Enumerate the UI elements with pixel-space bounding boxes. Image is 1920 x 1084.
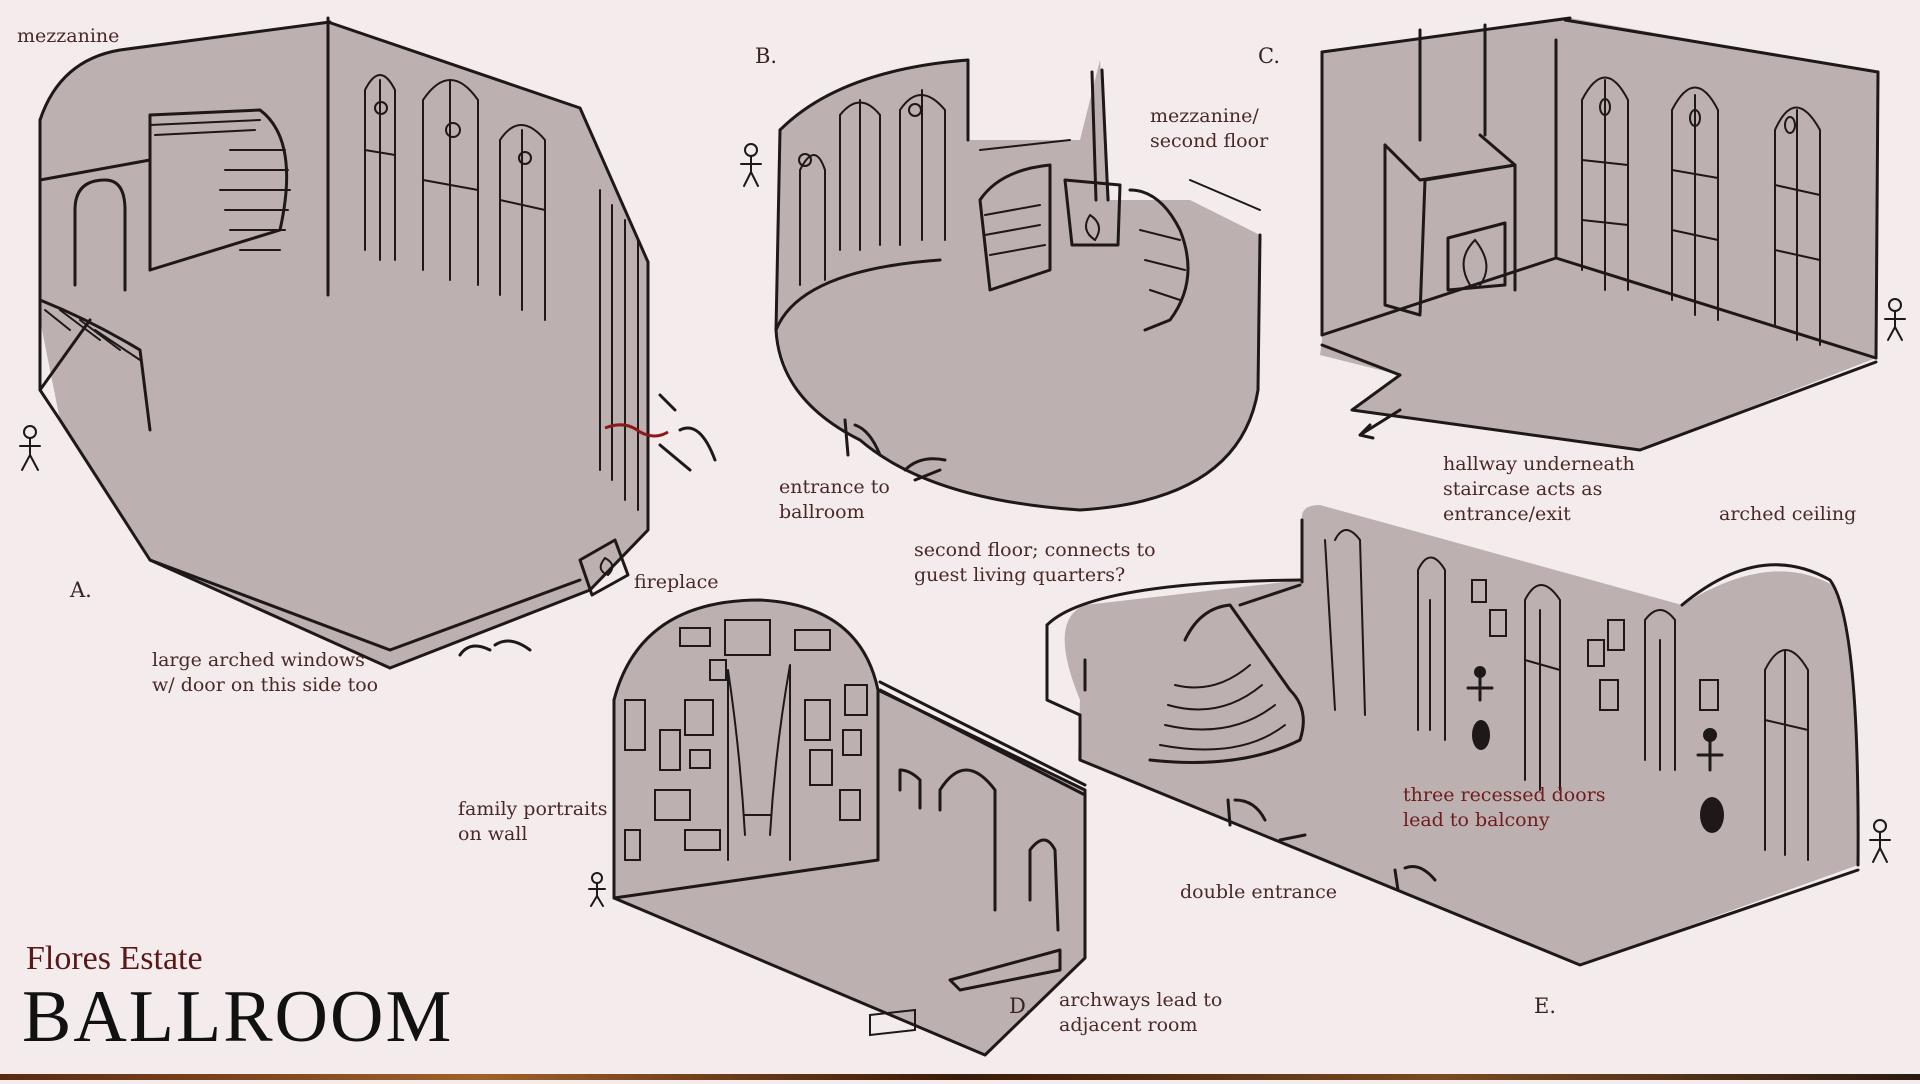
annotation-entrance-ballroom: entrance to ballroom [779,476,890,523]
sketch-d [612,598,1087,1057]
stick-figure-icon [740,143,762,187]
annotation-mezzanine: mezzanine [17,25,120,47]
stick-figure-icon [1884,298,1906,341]
sketch-a [38,16,717,670]
stick-figure-icon [1869,819,1891,863]
annotation-hallway-underneath: hallway underneath staircase acts as ent… [1443,453,1635,525]
annotation-three-doors: three recessed doors lead to balcony [1403,784,1606,831]
stick-figure-icon [19,425,41,471]
sketch-c [1320,16,1880,452]
sketch-letter-a: A. [70,578,92,602]
annotation-family-portraits: family portraits on wall [458,798,608,845]
bottom-strip [0,1074,1920,1080]
annotation-arched-ceiling: arched ceiling [1719,503,1857,525]
annotation-large-windows: large arched windows w/ door on this sid… [152,649,379,696]
annotation-fireplace: fireplace [634,571,719,593]
title-main: BALLROOM [22,976,454,1058]
title-subtitle: Flores Estate [26,940,203,977]
sketch-letter-c: C. [1258,44,1280,68]
annotation-archways: archways lead to adjacent room [1059,989,1223,1036]
annotation-second-floor-connects: second floor; connects to guest living q… [914,539,1156,586]
sketch-b [774,58,1262,512]
sketch-letter-e: E. [1534,994,1557,1018]
annotation-double-entrance: double entrance [1180,881,1338,903]
sketch-e [1045,505,1860,967]
sketch-letter-d: D. [1009,994,1032,1018]
stick-figure-icon [588,872,606,907]
sketch-letter-b: B. [755,44,778,68]
annotation-mezzanine-second-floor: mezzanine/ second floor [1150,105,1269,152]
